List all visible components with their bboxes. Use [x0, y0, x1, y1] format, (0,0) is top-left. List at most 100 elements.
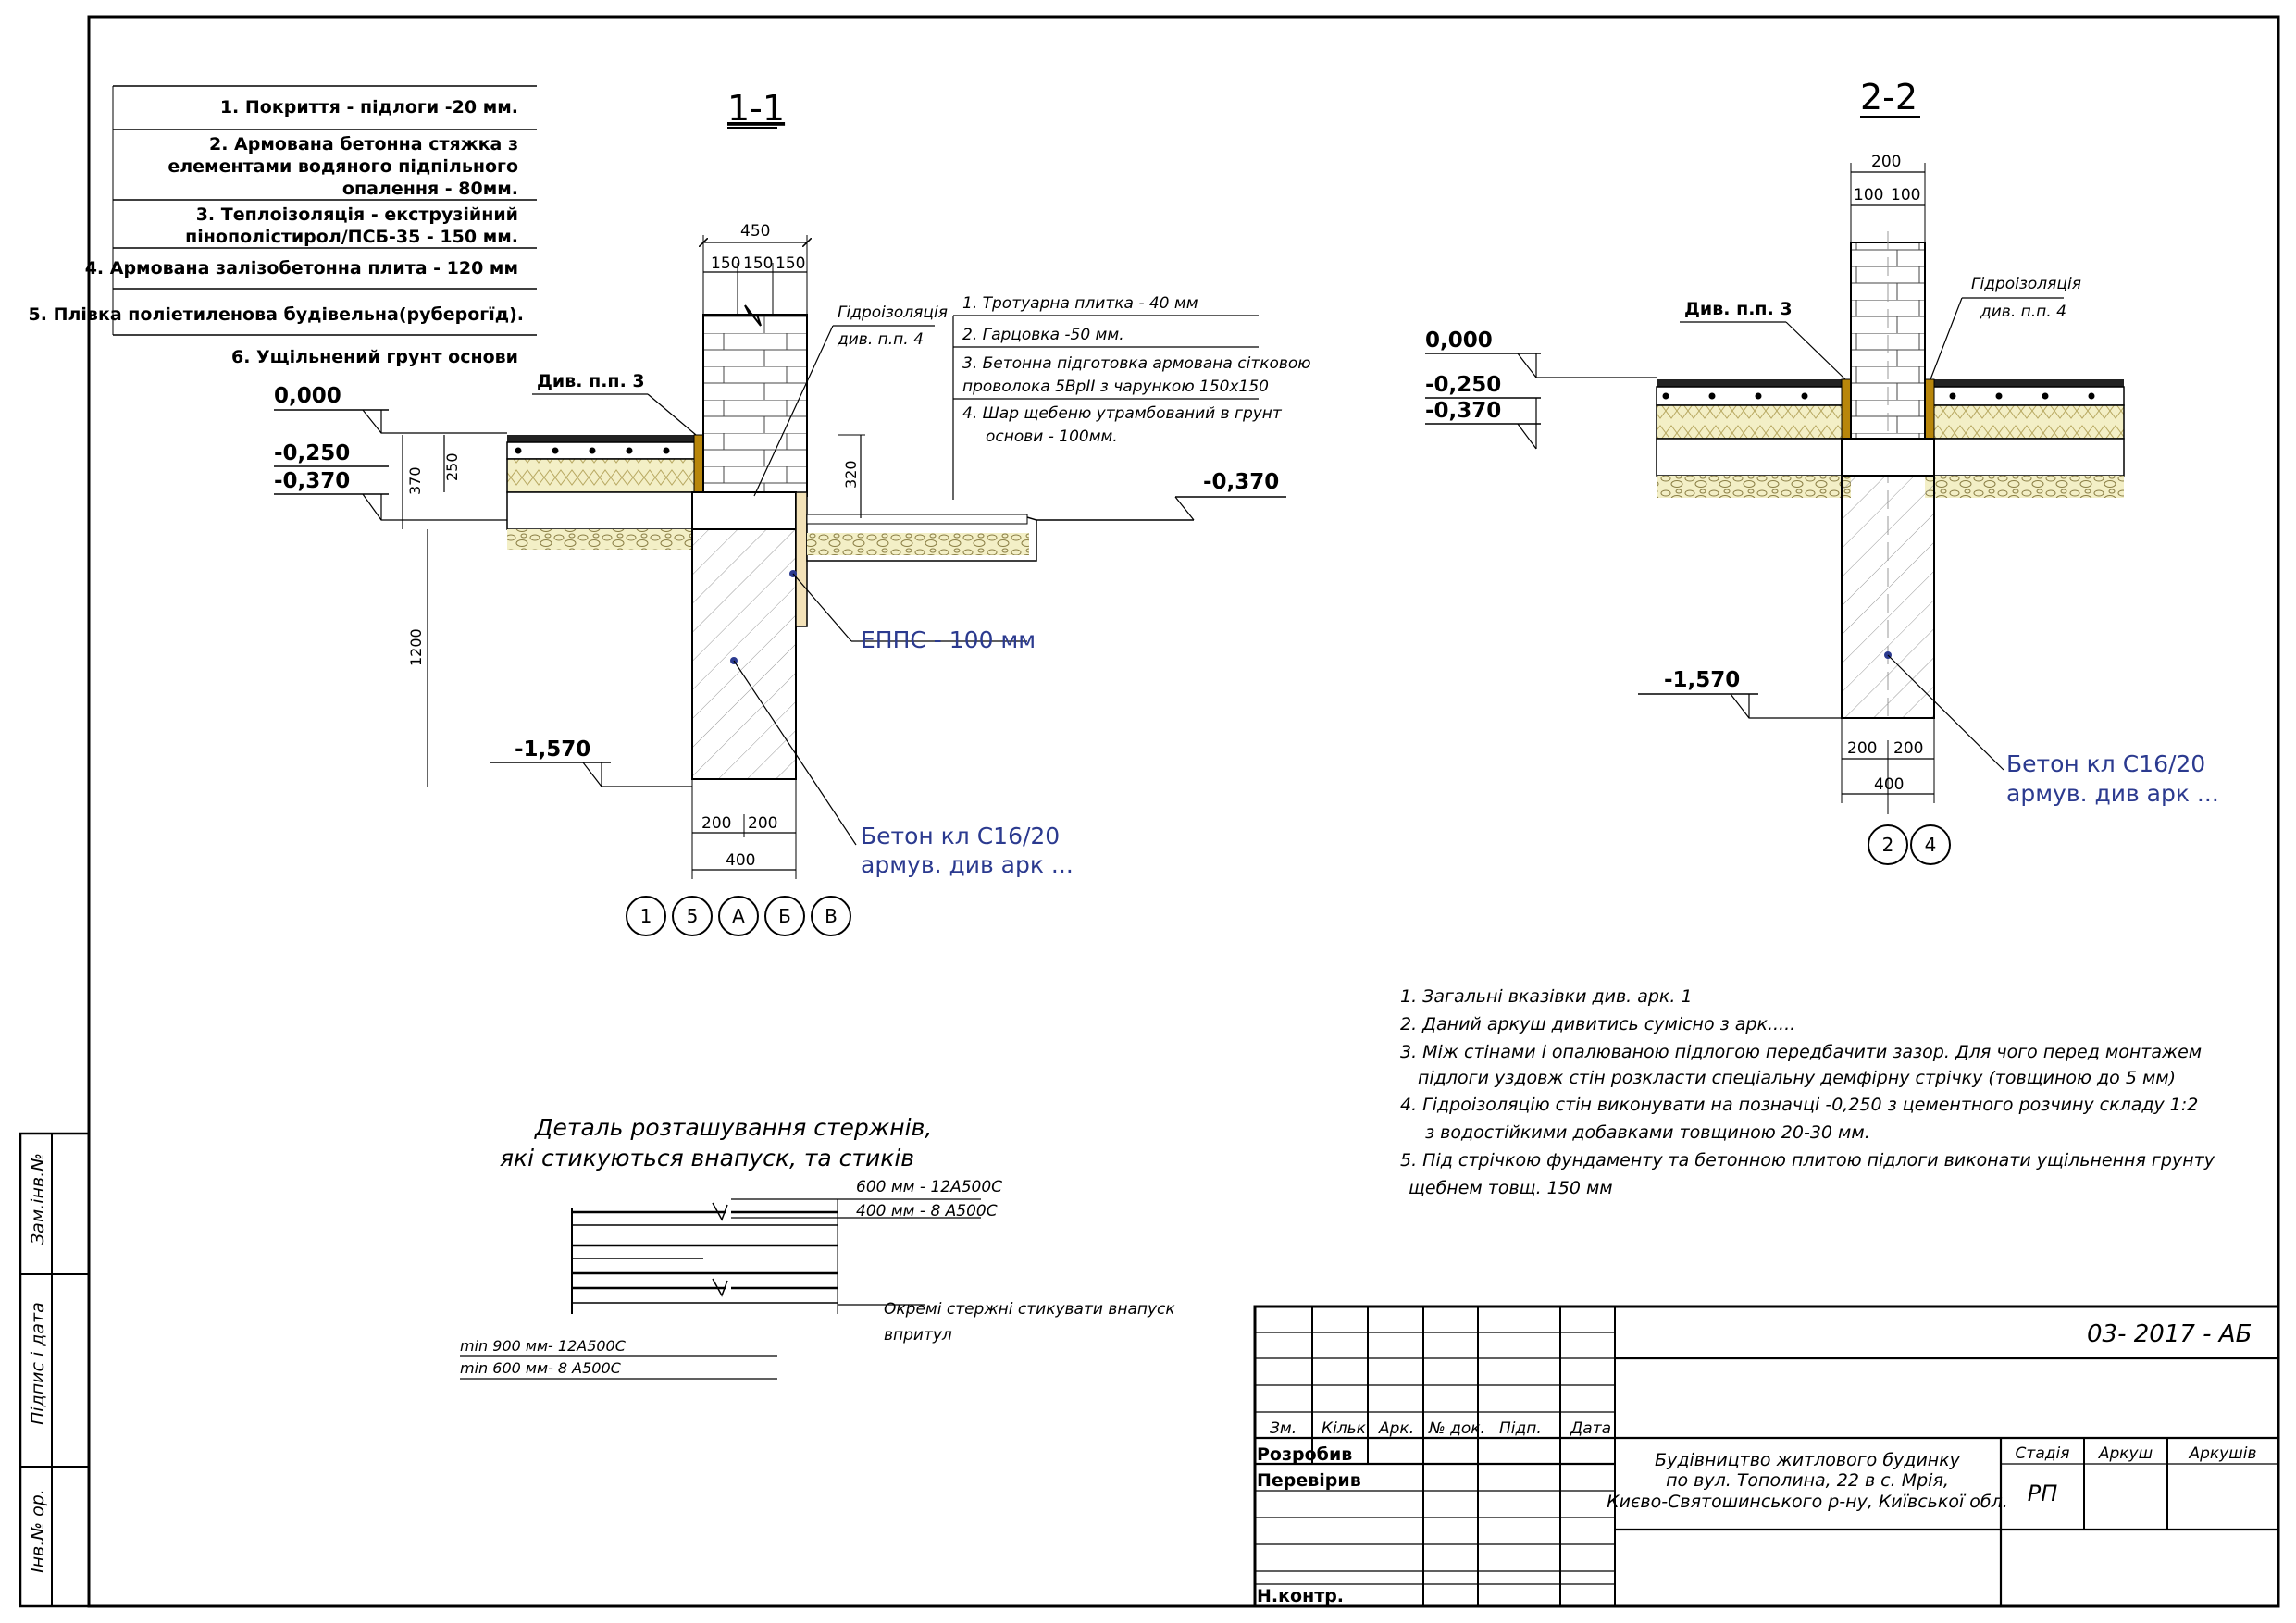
detail-400: 400 мм - 8 А500С: [856, 1202, 998, 1220]
general-notes: 1. Загальні вказівки див. арк. 1 2. Дани…: [1400, 986, 2215, 1198]
tb-sheets-header: Аркушів: [2188, 1444, 2256, 1463]
dim22-b200b: 200: [1893, 739, 1923, 758]
axis22-4: 4: [1925, 834, 1937, 856]
pav-3a: 3. Бетонна підготовка армована сітковою: [962, 354, 1311, 373]
pav-4a: 4. Шар щебеню утрамбований в грунт: [962, 404, 1283, 423]
tb-project-3: Києво-Святошинського р-ну, Київської обл…: [1607, 1492, 2008, 1512]
note-4a: 4. Гідроізоляцію стін виконувати на позн…: [1400, 1095, 2198, 1115]
concrete-label-1: Бетон кл С16/20: [861, 823, 1060, 849]
level-0000: 0,000: [274, 384, 341, 408]
axis-B: Б: [778, 905, 791, 927]
tb-header-pidp: Підп.: [1499, 1419, 1542, 1438]
hydro22-label-2: див. п.п. 4: [1980, 303, 2066, 321]
dim-200b: 200: [748, 814, 777, 833]
tb-code: 03- 2017 - АБ: [2087, 1320, 2252, 1348]
dim-320: 320: [842, 460, 860, 489]
axis-5: 5: [687, 905, 699, 927]
dim-450: 450: [740, 222, 770, 241]
level22-0250: -0,250: [1425, 373, 1501, 397]
dim22-100a: 100: [1854, 186, 1883, 204]
dim-400: 400: [726, 851, 755, 870]
tb-header-ark: Арк.: [1378, 1419, 1414, 1438]
dim22-200: 200: [1871, 153, 1901, 171]
pavement-layers-legend: 1. Тротуарна плитка - 40 мм 2. Гарцовка …: [952, 294, 1311, 500]
level-1570: -1,570: [515, 737, 590, 762]
detail-separate-1: Окремі стержні стикувати внапуск: [884, 1300, 1175, 1319]
pav-2: 2. Гарцовка -50 мм.: [962, 326, 1124, 344]
pav-3b: проволока 5ВрІІ з чарункою 150х150: [962, 378, 1269, 396]
dim-150b: 150: [743, 254, 773, 273]
axis22-2: 2: [1882, 834, 1894, 856]
section-2-2: 2-2 200 100 100: [1425, 77, 2219, 865]
dim-250: 250: [443, 452, 461, 481]
side-stamp-inv: Інв.№ ор.: [28, 1489, 48, 1573]
rebar-detail: Деталь розташування стержнів, які стикую…: [460, 1114, 1175, 1380]
note-5a: 5. Під стрічкою фундаменту та бетонною п…: [1400, 1150, 2215, 1171]
note-2: 2. Даний аркуш дивитись сумісно з арк...…: [1400, 1014, 1795, 1035]
tb-role-developer: Розробив: [1257, 1444, 1352, 1465]
note-1: 1. Загальні вказівки див. арк. 1: [1400, 986, 1693, 1007]
section-1-1-title: 1-1: [727, 88, 785, 129]
layer-3a: 3. Теплоізоляція - екструзійний: [196, 204, 518, 225]
see-pp3-2: Див. п.п. 3: [1684, 299, 1793, 319]
tb-role-checker: Перевірив: [1257, 1470, 1361, 1491]
concrete-label-2: армув. див арк ...: [861, 851, 1074, 878]
tb-sheet-header: Аркуш: [2098, 1444, 2153, 1463]
sheet-frame: [87, 15, 2280, 1608]
level-0370: -0,370: [274, 469, 350, 493]
level-0250: -0,250: [274, 441, 350, 465]
hydro-label-1: Гідроізоляція: [838, 304, 948, 322]
dim-150a: 150: [711, 254, 740, 273]
note-4b: з водостійкими добавками товщиною 20-30 …: [1425, 1122, 1870, 1143]
dim22-100b: 100: [1891, 186, 1920, 204]
floor-layers-legend: 1. Покриття - підлоги -20 мм. 2. Армован…: [29, 85, 537, 367]
axis-1: 1: [640, 905, 652, 927]
side-stamp-signature: Підпис і дата: [28, 1302, 48, 1425]
layer-2c: опалення - 80мм.: [342, 179, 518, 199]
layer-4: 4. Армована залізобетонна плита - 120 мм: [85, 258, 518, 279]
concrete22-label-2: армув. див арк ...: [2006, 780, 2219, 807]
title-block: Зм. Кільк Арк. № док. Підп. Дата Розроби…: [1253, 1305, 2280, 1608]
dim-150c: 150: [776, 254, 805, 273]
note-3b: підлоги уздовж стін розкласти спеціальну…: [1418, 1068, 2176, 1088]
level22-0370: -0,370: [1425, 399, 1501, 423]
hydro22-label-1: Гідроізоляція: [1971, 275, 2081, 293]
concrete22-label-1: Бетон кл С16/20: [2006, 750, 2205, 777]
level22-1570: -1,570: [1664, 668, 1740, 692]
layer-5: 5. Плівка поліетиленова будівельна(рубер…: [29, 304, 524, 325]
see-pp3-1: Див. п.п. 3: [537, 371, 645, 391]
note-5b: щебнем товщ. 150 мм: [1409, 1178, 1613, 1198]
detail-title-1: Деталь розташування стержнів,: [534, 1114, 932, 1141]
tb-header-kilk: Кільк: [1322, 1419, 1367, 1438]
tb-header-doc: № док.: [1428, 1419, 1485, 1438]
note-3a: 3. Між стінами і опалюваною підлогою пер…: [1400, 1042, 2202, 1062]
tb-header-data: Дата: [1570, 1419, 1611, 1438]
dim22-b200a: 200: [1847, 739, 1877, 758]
detail-600: 600 мм - 12А500С: [856, 1178, 1002, 1196]
axis-A: А: [732, 905, 745, 927]
dim-370: 370: [406, 466, 424, 495]
level-0370-out: -0,370: [1203, 470, 1279, 494]
layer-6: 6. Ущільнений грунт основи: [231, 347, 518, 367]
hydro-label-2: див. п.п. 4: [837, 330, 924, 349]
axis-V: В: [825, 905, 838, 927]
detail-title-2: які стикуються внапуск, та стиків: [500, 1145, 914, 1171]
detail-separate-2: впритул: [884, 1326, 952, 1344]
dim-200a: 200: [701, 814, 731, 833]
side-stamp-replace: Зам.інв.№: [28, 1153, 48, 1245]
tb-stage-header: Стадія: [2016, 1444, 2070, 1463]
dim-1200: 1200: [407, 628, 425, 666]
epps-label: ЕППС - 100 мм: [861, 626, 1036, 653]
detail-min900: min 900 мм- 12А500С: [460, 1337, 627, 1355]
tb-role-ncontrol: Н.контр.: [1257, 1586, 1344, 1606]
dim22-b400: 400: [1874, 775, 1904, 794]
section-1-1: 1-1 1. Покриття - підлоги -20 мм. 2. Арм…: [29, 85, 1311, 936]
tb-project-1: Будівництво житлового будинку: [1655, 1450, 1961, 1470]
layer-1: 1. Покриття - підлоги -20 мм.: [220, 97, 518, 118]
section-2-2-title: 2-2: [1860, 77, 1917, 118]
tb-stage-value: РП: [2028, 1481, 2058, 1506]
layer-2b: елементами водяного підпільного: [168, 156, 518, 177]
level22-0000: 0,000: [1425, 328, 1493, 353]
pav-4b: основи - 100мм.: [986, 427, 1118, 446]
